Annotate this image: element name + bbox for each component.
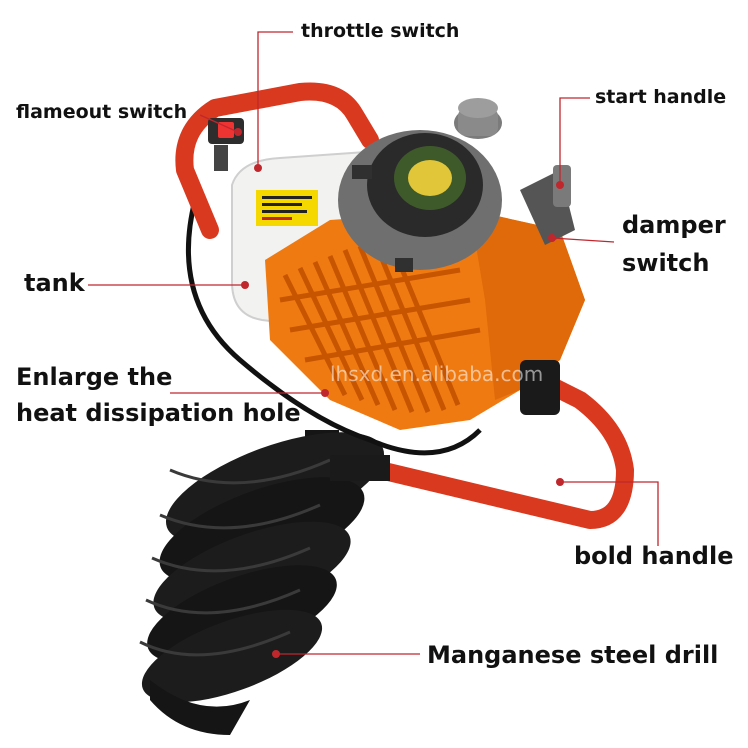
- start-handle-label: start handle: [595, 86, 727, 108]
- throttle-cable: [185, 199, 482, 456]
- damper-switch-label-line1: damper: [622, 211, 726, 239]
- leader-bold-handle: [560, 481, 659, 546]
- damper-switch-label-line2: switch: [622, 249, 710, 277]
- heat-hole-label-line1: Enlarge the: [16, 363, 173, 391]
- leader-start-handle: [559, 97, 590, 185]
- flameout-switch-icon: [208, 118, 244, 171]
- leader-throttle: [257, 31, 293, 168]
- flameout-switch-label: flameout switch: [16, 101, 188, 123]
- fuel-cap-icon: [454, 98, 502, 139]
- warning-label-icon: [256, 190, 318, 226]
- leader-flameout: [199, 114, 239, 133]
- bold-handle-label: bold handle: [574, 542, 734, 570]
- manganese-steel-drill-label: Manganese steel drill: [427, 641, 719, 669]
- leader-damper: [551, 237, 615, 243]
- recoil-starter-icon: [338, 130, 502, 272]
- auger-drill: [139, 430, 385, 735]
- engine-housing: [265, 210, 585, 430]
- heat-dissipation-grille: [279, 239, 481, 413]
- watermark: lhsxd.en.alibaba.com: [330, 362, 544, 386]
- throttle-switch-label: throttle switch: [301, 20, 460, 42]
- tank-label: tank: [24, 269, 85, 297]
- heat-hole-label-line2: heat dissipation hole: [16, 399, 301, 427]
- leader-lines: [88, 31, 659, 655]
- bold-handle: [371, 366, 634, 529]
- leader-dots: [234, 128, 564, 658]
